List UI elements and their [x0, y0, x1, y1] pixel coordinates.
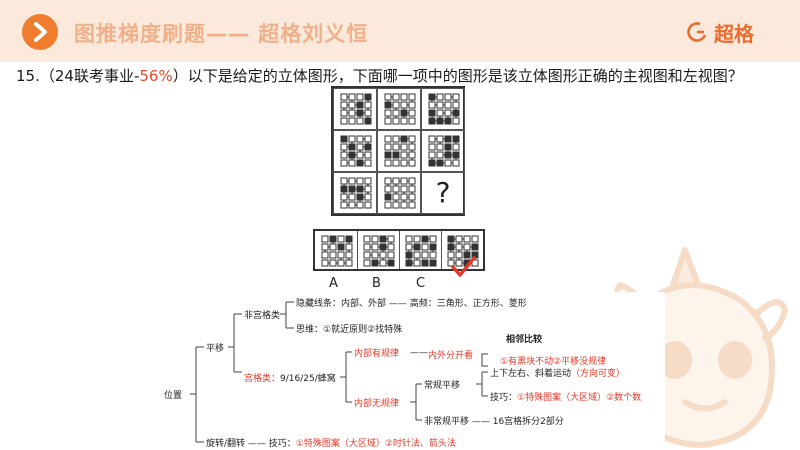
question-text: 15.（24联考事业-56%）以下是给定的立体图形，下面哪一项中的图形是该立体图… — [16, 63, 786, 89]
brand-logo: 超格 — [686, 18, 754, 46]
pattern-icon — [340, 177, 372, 209]
figure-cell — [421, 88, 465, 130]
pattern-icon — [384, 93, 416, 125]
pattern-icon — [405, 235, 437, 267]
tree-gong-nums: 9/16/25/蜂窝 — [280, 374, 336, 384]
answer-options — [313, 229, 485, 271]
tree-cgpy: 常规平移 — [424, 381, 461, 391]
tree-root: 位置 — [164, 391, 183, 401]
option-figure[interactable] — [315, 231, 358, 269]
pattern-icon — [321, 235, 353, 267]
figure-cell — [421, 130, 465, 172]
figure-cell — [377, 88, 421, 130]
brand-g-icon — [687, 22, 707, 42]
given-figure-grid: ? — [331, 86, 465, 216]
pattern-icon — [363, 235, 395, 267]
option-label-b[interactable]: B — [372, 276, 381, 291]
pattern-icon — [340, 93, 372, 125]
option-label-c[interactable]: C — [416, 276, 426, 291]
tree-pingyi: 平移 — [206, 344, 225, 354]
header-title: 图推梯度刷题—— 超格刘义恒 — [74, 22, 369, 46]
check-icon — [451, 256, 476, 277]
tree-xlbj-items: ①有黑块不动②平移没规律 — [500, 357, 607, 367]
tree-xlbj: 相邻比较 — [506, 335, 543, 345]
tree-xz-items: ①特殊图案（大区域）②时针法、箭头法 — [295, 439, 456, 449]
question-prefix: 15.（24联考事业- — [16, 67, 140, 85]
option-figure[interactable] — [357, 231, 400, 269]
pattern-icon — [384, 177, 416, 209]
pattern-icon — [447, 235, 479, 267]
tree-nwfk: 内外分开看 — [428, 351, 474, 361]
figure-cell: ? — [421, 172, 465, 214]
question-body: ）以下是给定的立体图形，下面哪一项中的图形是该立体图形正确的主视图和左视图？ — [172, 67, 743, 85]
header-bar: 图推梯度刷题—— 超格刘义恒 超格 — [0, 0, 800, 62]
tree-nbwgl: 内部无规律 — [354, 399, 400, 409]
tree-cgpy-dir-note: （方向可变） — [571, 369, 626, 379]
brand-text: 超格 — [714, 21, 754, 46]
tree-gong: 宫格类： — [244, 374, 281, 384]
tree-fei: 非宫格类 — [244, 311, 281, 321]
figure-cell — [333, 172, 377, 214]
pattern-icon — [428, 135, 460, 167]
pattern-icon — [340, 135, 372, 167]
figure-cell — [377, 130, 421, 172]
tree-fei-b: 思维：①就近原则②找特殊 — [296, 325, 403, 335]
tree-jq: 技巧： — [490, 393, 518, 403]
chevron-right-icon — [22, 14, 58, 50]
option-figure[interactable] — [441, 231, 484, 269]
question-rate: 56% — [139, 67, 173, 85]
tree-xz: 旋转/翻转 —— 技巧： — [206, 439, 296, 449]
pattern-icon — [384, 135, 416, 167]
tree-cgpy-dir: 上下左右、斜着运动 — [490, 369, 572, 379]
figure-cell — [333, 130, 377, 172]
tree-fei-a: 隐藏线条：内部、外部 —— 高频：三角形、正方形、菱形 — [296, 299, 527, 309]
tree-connector-lines — [190, 301, 488, 443]
unknown-mark: ? — [435, 176, 451, 209]
option-label-a[interactable]: A — [329, 276, 338, 291]
option-figure[interactable] — [399, 231, 442, 269]
tree-nbgl: 内部有规律 — [354, 349, 400, 359]
pattern-icon — [428, 93, 460, 125]
method-tree-diagram: 位置 平移 非宫格类 隐藏线条：内部、外部 —— 高频：三角形、正方形、菱形 思… — [160, 292, 665, 450]
tree-fcgpy: 非常规平移 —— 16宫格拆分2部分 — [424, 417, 564, 427]
figure-cell — [377, 172, 421, 214]
figure-cell — [333, 88, 377, 130]
tree-jq-items: ①特殊图案（大区域）②数个数 — [517, 393, 642, 403]
